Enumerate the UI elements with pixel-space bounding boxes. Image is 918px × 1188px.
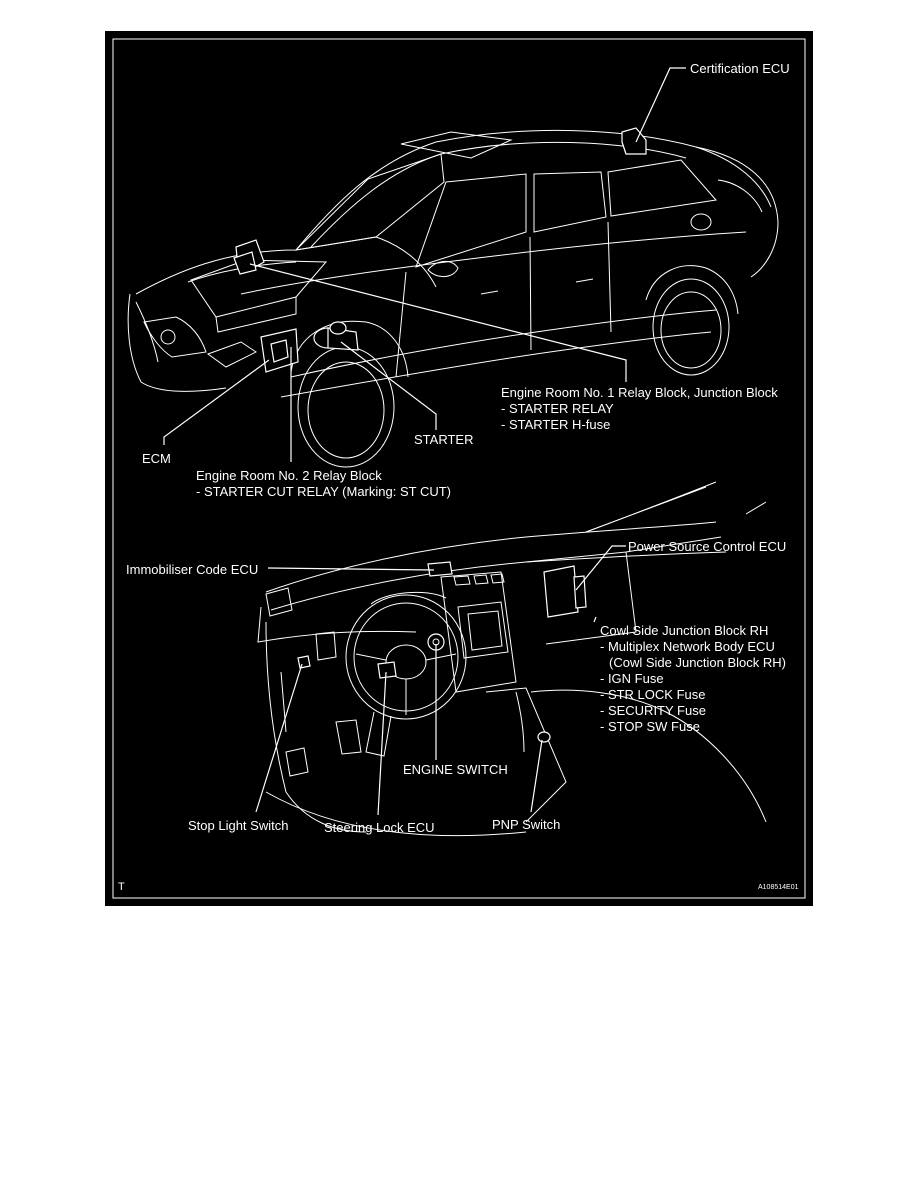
leader-immobiliser [267,567,435,571]
car-illustration [127,129,779,468]
pnp-switch-label: PNP Switch [492,817,560,832]
leader-pnp [530,739,543,813]
pnp-switch-part [537,731,551,743]
cowl-side-item: (Cowl Side Junction Block RH) [609,655,786,670]
leader-engine-room-1 [249,263,627,382]
starter-part [313,321,359,351]
stop-light-switch-label: Stop Light Switch [188,818,288,833]
immobiliser-ecu-part [427,561,453,577]
certification-ecu-part [621,127,647,155]
inner-frame [112,38,806,899]
cowl-side-item: - STR LOCK Fuse [600,687,705,702]
leader-ecm [163,359,270,445]
engine-room-1-title: Engine Room No. 1 Relay Block, Junction … [501,385,778,400]
ecm-label: ECM [142,451,171,466]
power-source-ecu-label: Power Source Control ECU [628,539,786,554]
component-location-figure: Certification ECU Engine Room No. 1 Rela… [105,31,813,906]
corner-mark: T [118,881,125,893]
stop-light-switch-part [297,655,311,669]
engine-room-2-title: Engine Room No. 2 Relay Block [196,468,382,483]
leader-starter [340,341,437,430]
cowl-side-item: - IGN Fuse [600,671,664,686]
leader-power-source [575,545,626,591]
cowl-side-title: Cowl Side Junction Block RH [600,623,768,638]
engine-switch-label: ENGINE SWITCH [403,762,508,777]
relay-block-part [233,239,265,275]
engine-room-2-item: - STARTER CUT RELAY (Marking: ST CUT) [196,484,451,499]
immobiliser-ecu-label: Immobiliser Code ECU [126,562,258,577]
leader-cowl-side [593,616,597,623]
ecm-part [260,328,299,373]
engine-switch-part [427,633,445,651]
steering-lock-ecu-part [377,661,397,679]
steering-lock-ecu-label: Steering Lock ECU [324,820,435,835]
cowl-side-item: - STOP SW Fuse [600,719,700,734]
engine-room-1-item: - STARTER RELAY [501,401,614,416]
starter-label: STARTER [414,432,473,447]
leader-steering-lock [377,671,387,816]
cowl-side-item: - SECURITY Fuse [600,703,706,718]
dashboard-illustration [257,481,767,837]
cowl-side-item: - Multiplex Network Body ECU [600,639,775,654]
leader-stop-light [255,663,303,813]
figure-drawing: Certification ECU Engine Room No. 1 Rela… [112,38,806,899]
figure-code: A108514E01 [758,884,799,891]
leader-certification-ecu [635,67,686,143]
certification-ecu-label: Certification ECU [690,61,790,76]
engine-room-1-item: - STARTER H-fuse [501,417,610,432]
power-source-ecu-part [543,565,587,618]
